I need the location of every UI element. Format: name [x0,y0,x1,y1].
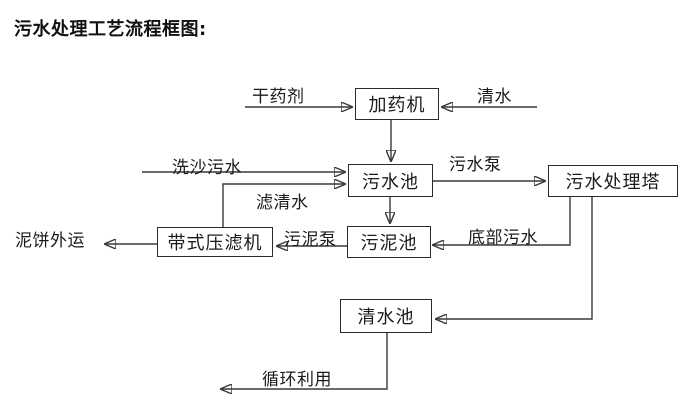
edge-label-filtered-water: 滤清水 [256,193,309,213]
connector-clean-water-pool-to-recycling [221,333,388,389]
node-dosing-machine-label: 加药机 [368,95,426,116]
connector-tower-bottom-sewage-to-sludge-pool [433,197,571,245]
page-title: 污水处理工艺流程框图: [14,19,207,40]
edge-label-dry-agent: 干药剂 [252,87,305,107]
node-treatment-tower: 污水处理塔 [548,165,678,197]
edge-label-sand-washing-sewage: 洗沙污水 [172,158,242,178]
edge-label-sludge-pump: 污泥泵 [284,230,337,250]
edge-label-bottom-sewage: 底部污水 [468,228,538,248]
node-clean-water-pool-label: 清水池 [357,307,415,328]
node-belt-filter-press: 带式压滤机 [157,227,273,257]
edge-label-recycling: 循环利用 [262,370,332,390]
node-sewage-pool-label: 污水池 [362,171,419,193]
node-clean-water-pool: 清水池 [340,299,432,333]
edge-label-mud-cake-out: 泥饼外运 [15,231,85,251]
edge-label-clean-water: 清水 [477,87,512,107]
node-sludge-pool: 污泥池 [347,226,431,258]
connector-tower-to-clean-water-pool [436,197,593,319]
node-belt-filter-press-label: 带式压滤机 [167,233,263,254]
connector-filtered-water-to-sewage-pool [222,184,345,227]
node-treatment-tower-label: 污水处理塔 [565,172,661,193]
node-sludge-pool-label: 污泥池 [360,233,418,254]
node-sewage-pool: 污水池 [348,164,433,197]
edge-label-sewage-pump: 污水泵 [449,155,502,175]
node-dosing-machine: 加药机 [355,88,439,120]
